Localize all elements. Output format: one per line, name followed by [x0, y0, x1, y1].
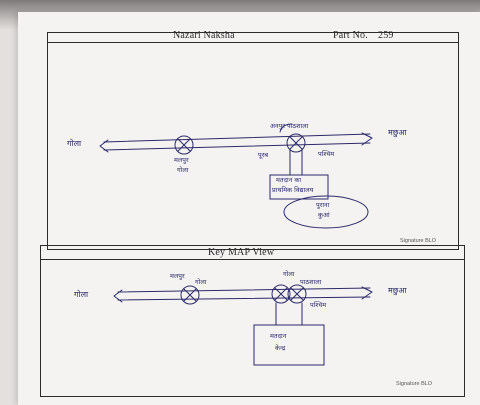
oval-line-2: कुआं: [318, 211, 330, 219]
polling-box-line-2: प्राथमिक विद्यालय: [272, 186, 314, 194]
landmark-2-label: अनपुर पाठशाला: [270, 122, 309, 130]
key-map-right-place: मछुआ: [388, 286, 407, 295]
page-title: Nazari Naksha: [173, 30, 235, 41]
key-map-box-line-2: केन्द्र: [275, 344, 286, 352]
key-map-box-line-1: मतदान: [270, 332, 287, 340]
nazari-naksha-frame: [47, 32, 459, 250]
landmark-1-line-2: गोला: [177, 166, 189, 174]
paper-sheet: [18, 12, 480, 405]
header-divider: [47, 42, 459, 43]
left-side-label: पूरब: [258, 151, 269, 159]
part-number: 259: [378, 30, 394, 41]
key-map-left-place: गोला: [74, 290, 89, 299]
key-map-landmark-2-line-2: पाठशाला: [300, 278, 322, 286]
signature-blo-1: Signature BLO: [400, 238, 437, 244]
right-place-label: मछुआ: [388, 128, 407, 137]
key-map-right-side-label: पश्चिम: [310, 301, 327, 309]
key-map-landmark-1-line-2: गोला: [195, 278, 207, 286]
part-number-label: Part No.: [333, 30, 368, 41]
oval-line-1: पुराना: [316, 201, 330, 209]
polling-box-line-1: मतदान का: [276, 176, 302, 184]
left-place-label: गोला: [67, 139, 82, 148]
key-map-title: Key MAP View: [208, 247, 275, 258]
key-map-frame: [40, 245, 465, 397]
right-side-label: पश्चिम: [318, 150, 335, 158]
signature-blo-2: Signature BLO: [396, 381, 433, 387]
landmark-1-line-1: मलपुर: [174, 156, 189, 164]
key-map-landmark-2-line-1: गोला: [283, 270, 295, 278]
key-map-divider: [40, 259, 465, 260]
key-map-landmark-1-line-1: मलपुर: [170, 272, 185, 280]
